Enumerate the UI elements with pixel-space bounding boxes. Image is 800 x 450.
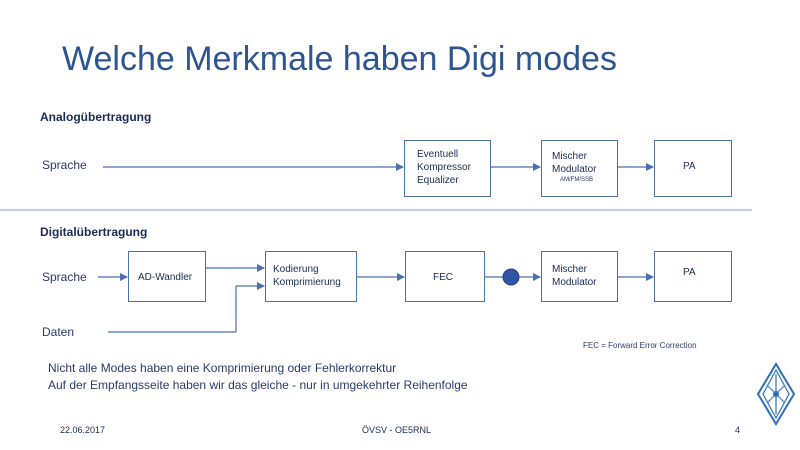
digital-heading: Digitalübertragung [40,225,148,239]
analog-preprocess-box: Eventuell Kompressor Equalizer [404,140,491,197]
digital-pa-label: PA [683,267,696,278]
analog-mixer-box: Mischer Modulator AM/FM/SSB [541,140,618,197]
analog-mixer-sub: AM/FM/SSB [560,177,594,183]
digital-coding-line-1: Kodierung [273,264,319,275]
fec-footnote: FEC = Forward Error Correction [583,341,697,350]
junction-dot [502,268,520,286]
analog-preprocess-line-2: Kompressor [417,162,471,173]
digital-coding-box: Kodierung Komprimierung [265,251,357,302]
digital-mixer-box: Mischer Modulator [541,251,618,302]
digital-pa-box: PA [654,251,732,302]
digital-input-label: Sprache [42,270,87,284]
footer-page-number: 4 [735,425,741,435]
analog-mixer-line-2: Modulator [552,164,597,175]
note-line-2: Auf der Empfangsseite haben wir das glei… [48,378,468,392]
footer-date: 22.06.2017 [60,425,106,435]
digital-coding-line-2: Komprimierung [273,277,341,288]
digital-fec-box: FEC [405,251,485,302]
analog-preprocess-line-3: Equalizer [417,175,459,186]
digital-mixer-line-2: Modulator [552,277,597,288]
analog-heading: Analogübertragung [40,110,152,124]
digital-fec-label: FEC [433,272,453,283]
analog-input-label: Sprache [42,158,87,172]
slide-title: Welche Merkmale haben Digi modes [62,40,617,78]
analog-preprocess-line-1: Eventuell [417,149,459,160]
digital-data-label: Daten [42,325,75,339]
oevsv-diamond-logo-icon [756,362,796,431]
analog-mixer-line-1: Mischer [552,151,588,162]
footer-center: ÖVSV - OE5RNL [362,425,432,435]
analog-pa-box: PA [654,140,732,197]
digital-adc-label: AD-Wandler [138,272,193,283]
digital-mixer-line-1: Mischer [552,264,588,275]
digital-adc-box: AD-Wandler [128,251,206,302]
analog-pa-label: PA [683,161,696,172]
note-line-1: Nicht alle Modes haben eine Komprimierun… [48,361,397,375]
